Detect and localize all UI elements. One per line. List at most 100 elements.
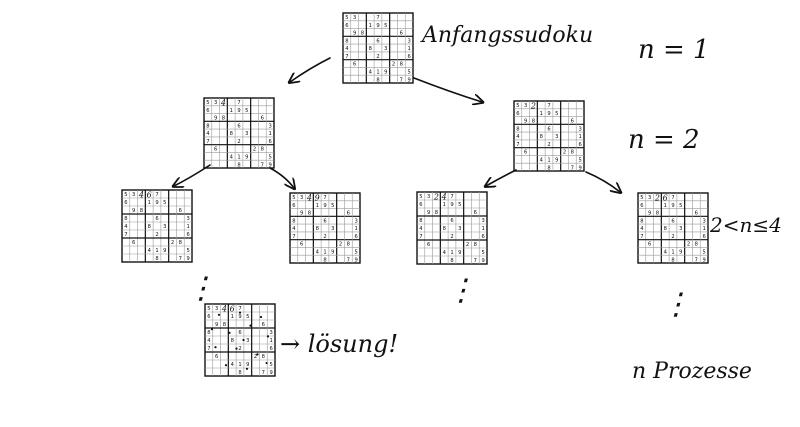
label-solution: → lösung! bbox=[280, 330, 398, 358]
sudoku-digit: 9 bbox=[353, 31, 356, 37]
sudoku-digit: 4 bbox=[419, 226, 423, 232]
sudoku-digit: 6 bbox=[400, 31, 403, 37]
scribble-dot bbox=[235, 347, 238, 350]
sudoku-digit: 5 bbox=[186, 248, 189, 254]
sudoku-digit: 2 bbox=[237, 139, 240, 145]
sudoku-digit: 8 bbox=[316, 226, 319, 232]
sudoku-digit: 4 bbox=[231, 362, 235, 368]
sudoku-digit: 2 bbox=[323, 234, 326, 240]
sudoku-digit: 4 bbox=[292, 226, 296, 232]
sudoku-digit: 7 bbox=[516, 142, 519, 148]
scribble-dot bbox=[217, 313, 221, 316]
sudoku-digit: 3 bbox=[702, 218, 705, 224]
sudoku-digit: 3 bbox=[246, 338, 249, 344]
sudoku-digit: 9 bbox=[155, 200, 158, 206]
sudoku-digit: 6 bbox=[345, 23, 348, 29]
sudoku-digit: 5 bbox=[407, 70, 410, 76]
sudoku-digit: 7 bbox=[261, 162, 264, 168]
sudoku-digit: 3 bbox=[214, 100, 217, 106]
dots-mid: ⋮ bbox=[446, 273, 476, 308]
sudoku-digit: 1 bbox=[547, 158, 550, 164]
sudoku-digit: 9 bbox=[679, 250, 682, 256]
tree-edges bbox=[174, 57, 620, 192]
sudoku-digit: 5 bbox=[516, 103, 519, 109]
sudoku-digit: 9 bbox=[245, 155, 248, 161]
sudoku-digit: 4 bbox=[345, 46, 349, 52]
sudoku-digit: 6 bbox=[347, 211, 350, 217]
sudoku-digit: 9 bbox=[671, 203, 674, 209]
sudoku-digit: 3 bbox=[481, 218, 484, 224]
sudoku-digit: 3 bbox=[186, 216, 189, 222]
sudoku-digit: 7 bbox=[671, 195, 674, 201]
sudoku-digit: 6 bbox=[269, 346, 272, 352]
sudoku-digit: 1 bbox=[540, 111, 543, 117]
sudoku-digit: 6 bbox=[419, 202, 422, 208]
sudoku-digit: 1 bbox=[269, 338, 272, 344]
sudoku-digit: 3 bbox=[458, 226, 461, 232]
sudoku-digit: 6 bbox=[578, 142, 581, 148]
sudoku-digit: 6 bbox=[516, 111, 519, 117]
sudoku-digit: 6 bbox=[702, 234, 705, 240]
sudoku-digit: 7 bbox=[206, 139, 209, 145]
sudoku-digit: 2 bbox=[254, 354, 257, 360]
sudoku-digit: 2 bbox=[253, 147, 256, 153]
sudoku-digit: 1 bbox=[481, 226, 484, 232]
scribble-dot bbox=[210, 328, 214, 331]
sudoku-digit: 4 bbox=[148, 248, 152, 254]
sudoku-digit: 6 bbox=[323, 218, 326, 224]
handwritten-digit: 4 bbox=[138, 191, 144, 200]
sudoku-digit: 1 bbox=[369, 23, 372, 29]
sudoku-digit: 8 bbox=[671, 257, 674, 263]
arrow-l1-lr bbox=[269, 167, 294, 188]
sudoku-digit: 6 bbox=[238, 330, 241, 336]
sudoku-digit: 7 bbox=[450, 194, 453, 200]
scribble-dot bbox=[224, 364, 228, 367]
sudoku-digit: 8 bbox=[345, 38, 348, 44]
handwritten-digit: 2 bbox=[654, 193, 660, 202]
sudoku-digit: 2 bbox=[450, 234, 453, 240]
sudoku-digit: 3 bbox=[245, 131, 248, 137]
sudoku-digit: 7 bbox=[571, 165, 574, 171]
sudoku-digit: 1 bbox=[230, 108, 233, 114]
sudoku-digit: 8 bbox=[540, 134, 543, 140]
sudoku-digit: 6 bbox=[474, 210, 477, 216]
sudoku-digit: 5 bbox=[345, 15, 348, 21]
dots-left: ⋮ bbox=[186, 271, 216, 306]
sudoku-digit: 8 bbox=[230, 131, 233, 137]
sudoku-digit: 7 bbox=[124, 232, 127, 238]
sudoku-digit: 6 bbox=[132, 240, 135, 246]
sudoku-digit: 5 bbox=[207, 306, 210, 312]
sudoku-digit: 3 bbox=[555, 134, 558, 140]
sudoku-digit: 8 bbox=[148, 224, 151, 230]
sudoku-digit: 7 bbox=[640, 234, 643, 240]
sudoku-digit: 8 bbox=[664, 226, 667, 232]
sudoku-digit: 3 bbox=[648, 195, 651, 201]
sudoku-digit: 8 bbox=[308, 211, 311, 217]
arrow-l1-ll bbox=[174, 164, 211, 186]
sudoku-digit: 9 bbox=[323, 203, 326, 209]
sudoku-digit: 6 bbox=[671, 218, 674, 224]
sudoku-digit: 1 bbox=[443, 202, 446, 208]
sudoku-digit: 6 bbox=[206, 108, 209, 114]
sudoku-digit: 8 bbox=[223, 322, 226, 328]
sudoku-digit: 8 bbox=[262, 354, 265, 360]
sudoku-digit: 1 bbox=[155, 248, 158, 254]
sudoku-digit: 8 bbox=[547, 165, 550, 171]
sudoku-digit: 4 bbox=[640, 226, 644, 232]
sudoku-digit: 9 bbox=[354, 257, 357, 263]
sudoku-digit: 6 bbox=[648, 242, 651, 248]
sudoku-digit: 2 bbox=[563, 150, 566, 156]
sudoku-digit: 1 bbox=[664, 203, 667, 209]
label-n1: n = 1 bbox=[638, 35, 710, 65]
sudoku-digit: 6 bbox=[450, 218, 453, 224]
sudoku-digit: 1 bbox=[671, 250, 674, 256]
solution-scribbles bbox=[210, 311, 270, 370]
sudoku-digit: 2 bbox=[238, 346, 241, 352]
sudoku-digit: 1 bbox=[702, 226, 705, 232]
sudoku-digit: 4 bbox=[443, 250, 447, 256]
sudoku-digit: 8 bbox=[571, 150, 574, 156]
handwritten-digit: 6 bbox=[230, 305, 235, 314]
